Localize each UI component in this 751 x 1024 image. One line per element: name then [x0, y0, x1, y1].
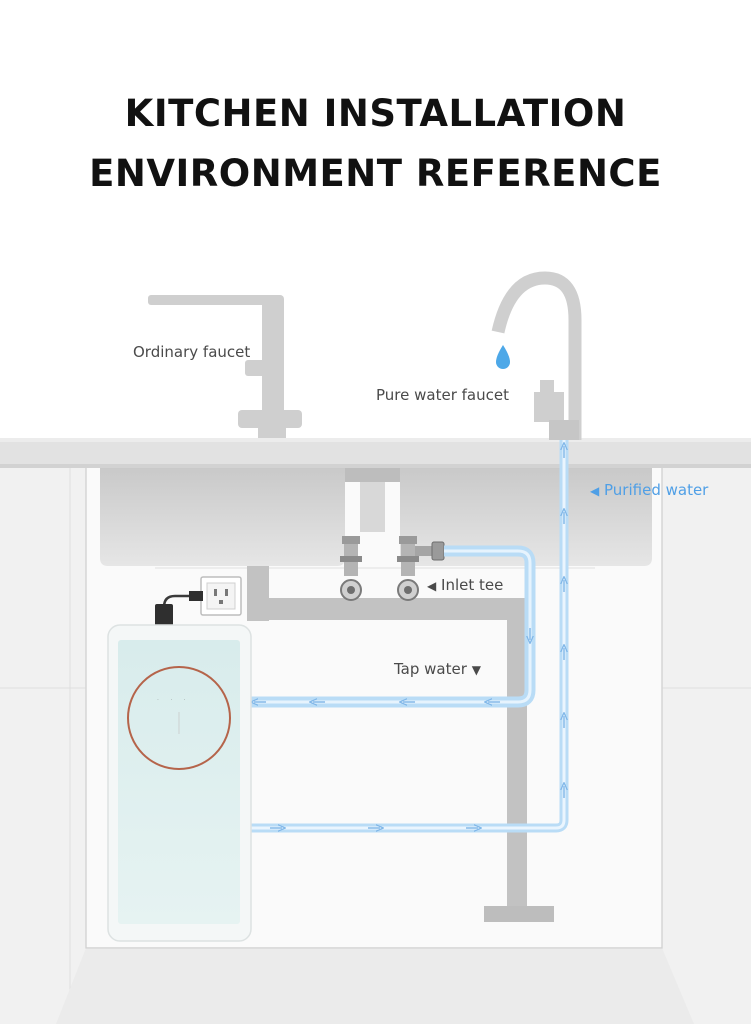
purified-water-text: Purified water [604, 481, 709, 499]
pure-water-faucet [491, 271, 582, 440]
inlet-tee-label: ◀ Inlet tee [427, 576, 503, 594]
left-arrow-icon: ◀ [590, 484, 600, 498]
inlet-tee-text: Inlet tee [441, 576, 504, 594]
left-arrow-icon: ◀ [427, 579, 437, 593]
purified-water-label: ◀ Purified water [590, 481, 708, 499]
water-purifier [107, 624, 252, 942]
angle-valve-right [397, 536, 419, 601]
title-line-1: KITCHEN INSTALLATION [124, 92, 627, 135]
sink [100, 468, 652, 566]
title-line-2: ENVIRONMENT REFERENCE [89, 152, 662, 195]
power-cable [155, 591, 203, 626]
ordinary-faucet-label: Ordinary faucet [133, 343, 251, 361]
countertop [0, 438, 751, 468]
pure-water-faucet-label: Pure water faucet [376, 386, 509, 404]
wall-socket [200, 576, 242, 616]
down-arrow-icon: ▼ [471, 663, 481, 677]
flow-arrows [254, 446, 564, 828]
tap-water-text: Tap water [394, 660, 467, 678]
water-drop-icon [496, 345, 510, 369]
angle-valve-left [340, 536, 362, 601]
ordinary-faucet [148, 295, 302, 438]
tap-water-label: Tap water ▼ [394, 660, 481, 678]
purifier-indicator-dots: · · · [157, 697, 186, 704]
